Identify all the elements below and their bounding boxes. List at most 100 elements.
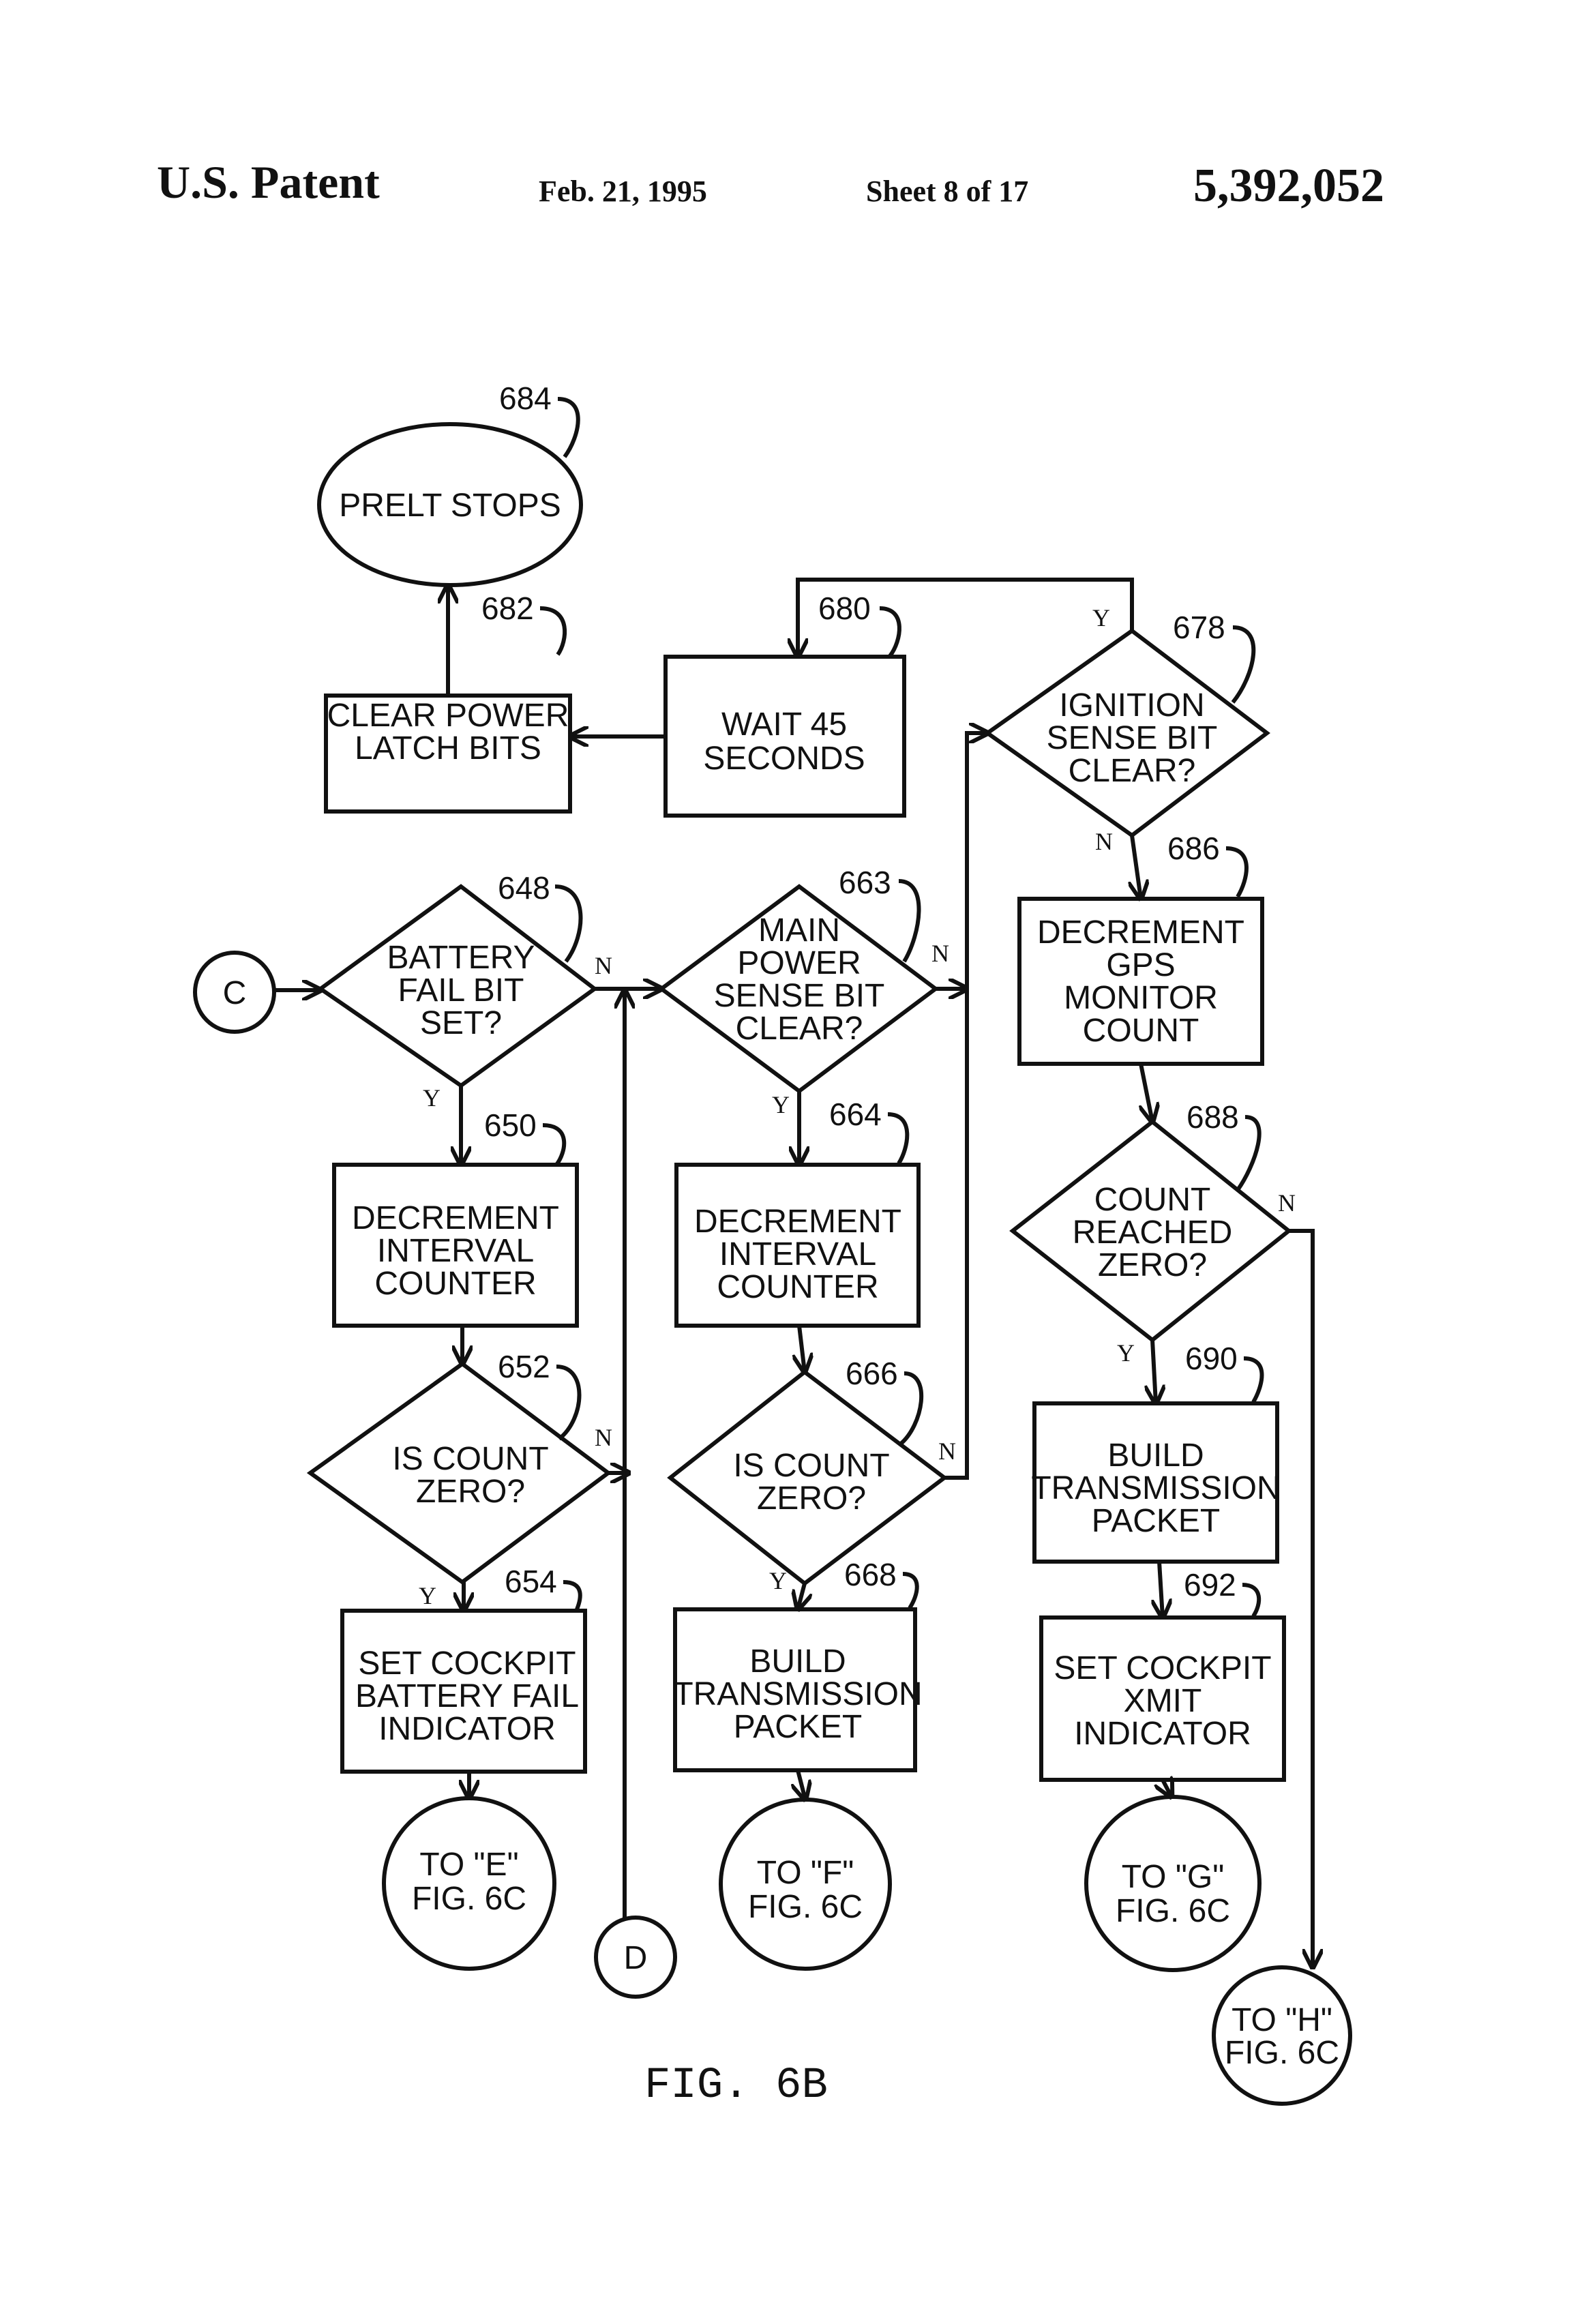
connector-to-e-line-2: FIG. 6C (412, 1881, 526, 1917)
node-690-line-2: TRANSMISSION (1031, 1470, 1280, 1506)
leader-654 (563, 1582, 580, 1609)
label-663-no: N (931, 940, 949, 967)
arrow-688-yes-to-690 (1152, 1340, 1156, 1403)
ref-682: 682 (481, 591, 534, 626)
node-652-line-1: IS COUNT (392, 1441, 548, 1477)
label-688-yes: Y (1117, 1339, 1135, 1367)
ref-680: 680 (818, 591, 871, 626)
leader-680 (880, 608, 899, 656)
ref-650: 650 (484, 1107, 537, 1143)
connector-to-h-line-1: TO "H" (1232, 2002, 1332, 2038)
patent-number: 5,392,052 (1193, 160, 1384, 212)
node-686-line-2: GPS (1106, 947, 1175, 983)
ref-668: 668 (844, 1557, 897, 1592)
connector-to-e-line-1: TO "E" (419, 1847, 518, 1883)
connector-to-f-line-1: TO "F" (757, 1855, 854, 1891)
node-668-line-3: PACKET (734, 1709, 862, 1745)
figure-label: FIG. 6B (644, 2061, 828, 2111)
node-692-line-1: SET COCKPIT (1054, 1650, 1271, 1686)
leader-688 (1238, 1117, 1259, 1190)
node-663-line-3: SENSE BIT (714, 978, 885, 1014)
arrow-690-to-692 (1159, 1562, 1163, 1618)
leader-682 (540, 608, 565, 655)
arrow-678-no-to-686 (1132, 835, 1141, 899)
node-664-line-1: DECREMENT (694, 1204, 901, 1240)
node-650-line-2: INTERVAL (377, 1233, 534, 1269)
ref-684: 684 (499, 381, 552, 416)
node-686-line-3: MONITOR (1064, 980, 1218, 1016)
ref-652: 652 (498, 1349, 550, 1384)
ref-692: 692 (1184, 1567, 1236, 1603)
label-663-yes: Y (772, 1091, 790, 1118)
leader-652 (556, 1367, 580, 1439)
leader-664 (888, 1114, 907, 1163)
node-692-line-2: XMIT (1124, 1683, 1202, 1719)
connector-c-label: C (223, 975, 247, 1011)
node-652-line-2: ZERO? (416, 1474, 525, 1510)
node-690-line-3: PACKET (1092, 1503, 1220, 1539)
node-678-line-1: IGNITION (1059, 687, 1204, 724)
label-648-yes: Y (423, 1084, 441, 1112)
leader-666 (900, 1373, 921, 1444)
arrow-to-678 (967, 733, 987, 989)
leader-692 (1242, 1585, 1259, 1616)
node-666-line-2: ZERO? (757, 1480, 866, 1517)
node-650-line-1: DECREMENT (352, 1200, 559, 1236)
ref-664: 664 (829, 1097, 882, 1132)
node-692-line-3: INDICATOR (1074, 1716, 1251, 1752)
node-682-line-1: CLEAR POWER (327, 698, 569, 734)
label-652-no: N (595, 1424, 612, 1451)
connector-d-label: D (624, 1940, 648, 1976)
label-666-no: N (938, 1437, 956, 1465)
label-666-yes: Y (769, 1567, 787, 1594)
node-654-line-3: INDICATOR (378, 1711, 556, 1747)
arrow-686-to-688 (1141, 1064, 1152, 1122)
node-688-line-1: COUNT (1094, 1182, 1211, 1218)
leader-684 (558, 399, 578, 457)
arrow-688-no-to-h (1289, 1231, 1313, 1967)
arrow-692-to-g (1163, 1780, 1171, 1797)
ref-666: 666 (846, 1356, 898, 1391)
leader-690 (1244, 1358, 1262, 1402)
sheet-number: Sheet 8 of 17 (866, 175, 1028, 208)
connector-to-h-line-2: FIG. 6C (1225, 2035, 1339, 2071)
label-678-yes: Y (1092, 604, 1110, 631)
ref-690: 690 (1185, 1341, 1238, 1376)
node-648-line-1: BATTERY (387, 940, 535, 976)
node-666-line-1: IS COUNT (733, 1448, 889, 1484)
leader-663 (899, 881, 919, 962)
node-680-line-2: SECONDS (703, 741, 865, 777)
ref-686: 686 (1167, 831, 1220, 866)
node-664-line-2: INTERVAL (719, 1236, 876, 1272)
node-686-line-1: DECREMENT (1037, 914, 1244, 951)
ref-663: 663 (839, 865, 891, 900)
arrow-666-yes-to-668 (798, 1583, 805, 1609)
node-678-line-3: CLEAR? (1069, 753, 1196, 789)
label-652-yes: Y (419, 1582, 436, 1609)
patent-date: Feb. 21, 1995 (539, 175, 707, 208)
leader-650 (543, 1125, 564, 1165)
node-680-line-1: WAIT 45 (721, 706, 847, 743)
label-648-no: N (595, 952, 612, 979)
node-688-line-3: ZERO? (1098, 1247, 1207, 1283)
ref-648: 648 (498, 870, 550, 906)
node-684-line-1: PRELT STOPS (339, 488, 561, 524)
node-668-line-1: BUILD (749, 1643, 846, 1680)
leader-686 (1226, 848, 1247, 897)
connector-to-f-line-2: FIG. 6C (748, 1889, 863, 1925)
label-688-no: N (1278, 1189, 1296, 1217)
label-678-no: N (1095, 828, 1113, 855)
ref-688: 688 (1186, 1099, 1239, 1135)
leader-648 (555, 887, 580, 962)
node-664-line-3: COUNTER (717, 1269, 878, 1305)
leader-678 (1233, 627, 1253, 702)
connector-to-g-line-1: TO "G" (1122, 1859, 1225, 1895)
node-663-line-2: POWER (737, 945, 861, 981)
node-654-line-2: BATTERY FAIL (355, 1678, 579, 1714)
line-666-no (944, 989, 967, 1478)
node-654-line-1: SET COCKPIT (358, 1645, 576, 1682)
leader-668 (903, 1574, 917, 1608)
node-686-line-4: COUNT (1083, 1013, 1199, 1049)
node-690-line-1: BUILD (1107, 1437, 1204, 1474)
patent-label: U.S. Patent (157, 156, 380, 208)
